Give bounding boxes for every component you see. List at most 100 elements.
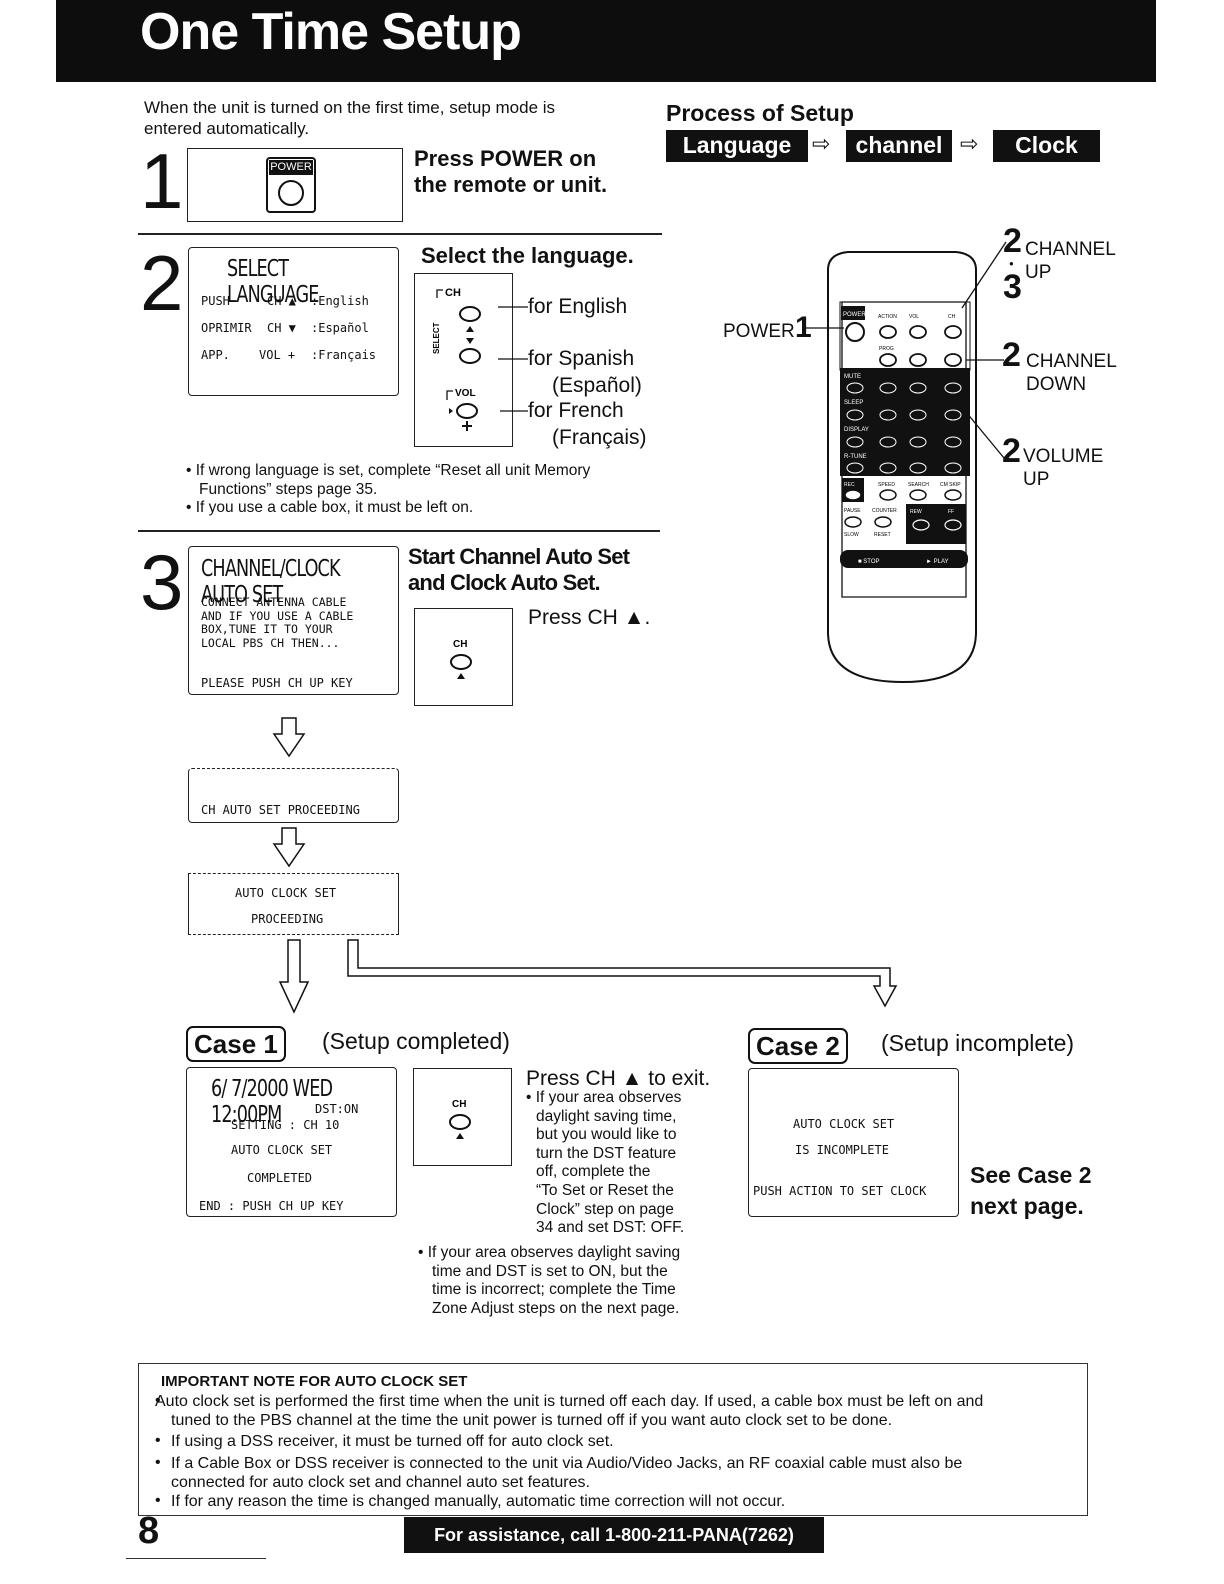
note-line: tuned to the PBS channel at the time the…: [171, 1412, 893, 1429]
case-2-screen: AUTO CLOCK SET IS INCOMPLETE PUSH ACTION…: [748, 1068, 959, 1217]
bullet-line: daylight saving time,: [536, 1107, 677, 1125]
screen-text: BOX,TUNE IT TO YOUR: [201, 622, 333, 636]
screen-text: CONNECT ANTENNA CABLE: [201, 595, 347, 609]
screen-text: APP.: [201, 348, 230, 362]
remote-text: SPEED: [878, 482, 895, 488]
bullet-icon: •: [155, 1432, 161, 1449]
proceeding-screen: AUTO CLOCK SET PROCEEDING: [188, 873, 399, 935]
note-item: If a Cable Box or DSS receiver is connec…: [155, 1454, 1071, 1492]
step-number: 3: [140, 538, 184, 626]
process-arrow-icon: ⇨: [960, 131, 979, 156]
process-step-language: Language: [666, 130, 808, 162]
vol-button-icon: [456, 403, 478, 419]
remote-text: MUTE: [844, 374, 861, 380]
page-title: One Time Setup: [140, 3, 522, 61]
remote-text: CH: [948, 314, 956, 320]
francais-label: (Français): [552, 426, 647, 449]
bullet-line: Zone Adjust steps on the next page.: [432, 1299, 680, 1317]
screen-text: PUSH: [201, 294, 230, 308]
step3-heading-2: and Clock Auto Set.: [408, 570, 601, 595]
bullet-line: • If your area observes: [526, 1089, 682, 1106]
note-line: connected for auto clock set and channel…: [171, 1474, 590, 1491]
remote-text: PAUSE: [844, 508, 861, 514]
see-case-2-page: next page.: [970, 1193, 1084, 1219]
remote-text: SEARCH: [908, 482, 929, 488]
screen-title: CHANNEL/CLOCK AUTO SET: [201, 556, 341, 608]
page-header: One Time Setup: [56, 0, 1156, 82]
auto-set-screen: CHANNEL/CLOCK AUTO SET CONNECT ANTENNA C…: [188, 546, 399, 695]
down-arrow-icon: [272, 827, 306, 868]
screen-text: CH AUTO SET PROCEEDING: [201, 803, 360, 817]
ch-up-illustration: CH: [414, 608, 513, 706]
see-case-2: See Case 2: [970, 1162, 1092, 1188]
ch-up-button-icon: [459, 306, 481, 322]
divider: [138, 530, 660, 532]
press-ch-up-exit: Press CH ▲ to exit.: [526, 1067, 711, 1090]
bullet-line: 34 and set DST: OFF.: [536, 1219, 685, 1237]
vol-label-2: UP: [1023, 469, 1050, 490]
intro-text: When the unit is turned on the first tim…: [144, 98, 556, 138]
screen-text: CH ▼: [267, 321, 296, 335]
branch-arrow-icon: [347, 939, 898, 1008]
step3-heading-1: Start Channel Auto Set: [408, 544, 630, 569]
screen-date: 6/ 7/2000 WED 12:00PM: [211, 1076, 333, 1128]
bullet-icon: •: [155, 1454, 161, 1471]
vol-label: VOLUME: [1023, 446, 1104, 467]
power-label: POWER: [269, 160, 313, 175]
ch-label: CH: [453, 639, 467, 650]
screen-text: CH ▲: [267, 294, 296, 308]
ch-down-button-icon: [459, 348, 481, 364]
divider: [126, 1558, 266, 1559]
note-line: If using a DSS receiver, it must be turn…: [171, 1433, 614, 1450]
bullet-icon: •: [155, 1392, 161, 1409]
remote-text: DISPLAY: [844, 427, 869, 433]
remote-buttons-illustration: CH SELECT VOL: [414, 273, 513, 447]
vol-step-num: 2: [1002, 432, 1021, 470]
screen-title: SELECT LANGUAGE: [227, 256, 319, 308]
bullet-icon: •: [155, 1492, 161, 1509]
note-line: Auto clock set is performed the first ti…: [155, 1393, 984, 1410]
note-item: If using a DSS receiver, it must be turn…: [155, 1432, 1071, 1451]
note-item: If for any reason the time is changed ma…: [155, 1492, 1071, 1511]
power-step-num: 1: [795, 311, 812, 344]
remote-text: PROG: [879, 346, 894, 352]
remote-text: ► PLAY: [926, 559, 949, 565]
bullet-text: • If wrong language is set, complete “Re…: [186, 462, 591, 479]
case-2-badge: Case 2: [748, 1028, 848, 1064]
divider: [138, 233, 662, 235]
process-step-clock: Clock: [993, 130, 1100, 162]
ch-label: CH: [452, 1099, 466, 1110]
power-button-illustration: POWER: [187, 148, 403, 222]
for-spanish-label: for Spanish: [528, 347, 635, 370]
screen-text: AND IF YOU USE A CABLE: [201, 608, 354, 623]
case-1-status: (Setup completed): [322, 1028, 510, 1054]
ch-up-label-2: UP: [1025, 262, 1052, 283]
bullet-line: turn the DST feature: [536, 1144, 677, 1162]
screen-text: DST:ON: [315, 1102, 359, 1116]
case-1-screen: 6/ 7/2000 WED 12:00PM DST:ON SETTING : C…: [186, 1067, 397, 1217]
case-1-badge: Case 1: [186, 1026, 286, 1062]
screen-text: PROCEEDING: [251, 912, 324, 926]
ch-up-button-icon: [449, 1114, 471, 1130]
bullet-text: • If you use a cable box, it must be lef…: [186, 499, 474, 516]
important-note-title: IMPORTANT NOTE FOR AUTO CLOCK SET: [161, 1373, 468, 1390]
remote-text: COUNTER: [872, 508, 897, 514]
screen-text: LOCAL PBS CH THEN...: [201, 635, 340, 650]
case-1-bullet: • If your area observes daylight saving …: [526, 1089, 684, 1238]
remote-control-diagram: POWER ACTION VOL CH PROG MUTE SLEEP DISP…: [804, 241, 1007, 684]
leader-lines: [498, 306, 528, 412]
remote-text: POWER: [843, 312, 866, 318]
process-title: Process of Setup: [666, 100, 854, 126]
screen-text: END : PUSH CH UP KEY: [199, 1199, 344, 1213]
remote-text: CM SKIP: [940, 482, 961, 488]
bullet-line: time is incorrect; complete the Time: [432, 1281, 676, 1299]
ch-down-step-num: 2: [1002, 336, 1021, 374]
screen-text: AUTO CLOCK SET: [793, 1117, 895, 1131]
bullet-text: Functions” steps page 35.: [199, 481, 378, 498]
bullet-line: off, complete the: [536, 1163, 651, 1181]
remote-text: REC: [844, 482, 855, 488]
note-item: Auto clock set is performed the first ti…: [155, 1392, 1071, 1430]
note-line: If for any reason the time is changed ma…: [171, 1493, 786, 1510]
screen-text: SETTING : CH 10: [231, 1118, 340, 1132]
screen-text: COMPLETED: [247, 1171, 313, 1185]
